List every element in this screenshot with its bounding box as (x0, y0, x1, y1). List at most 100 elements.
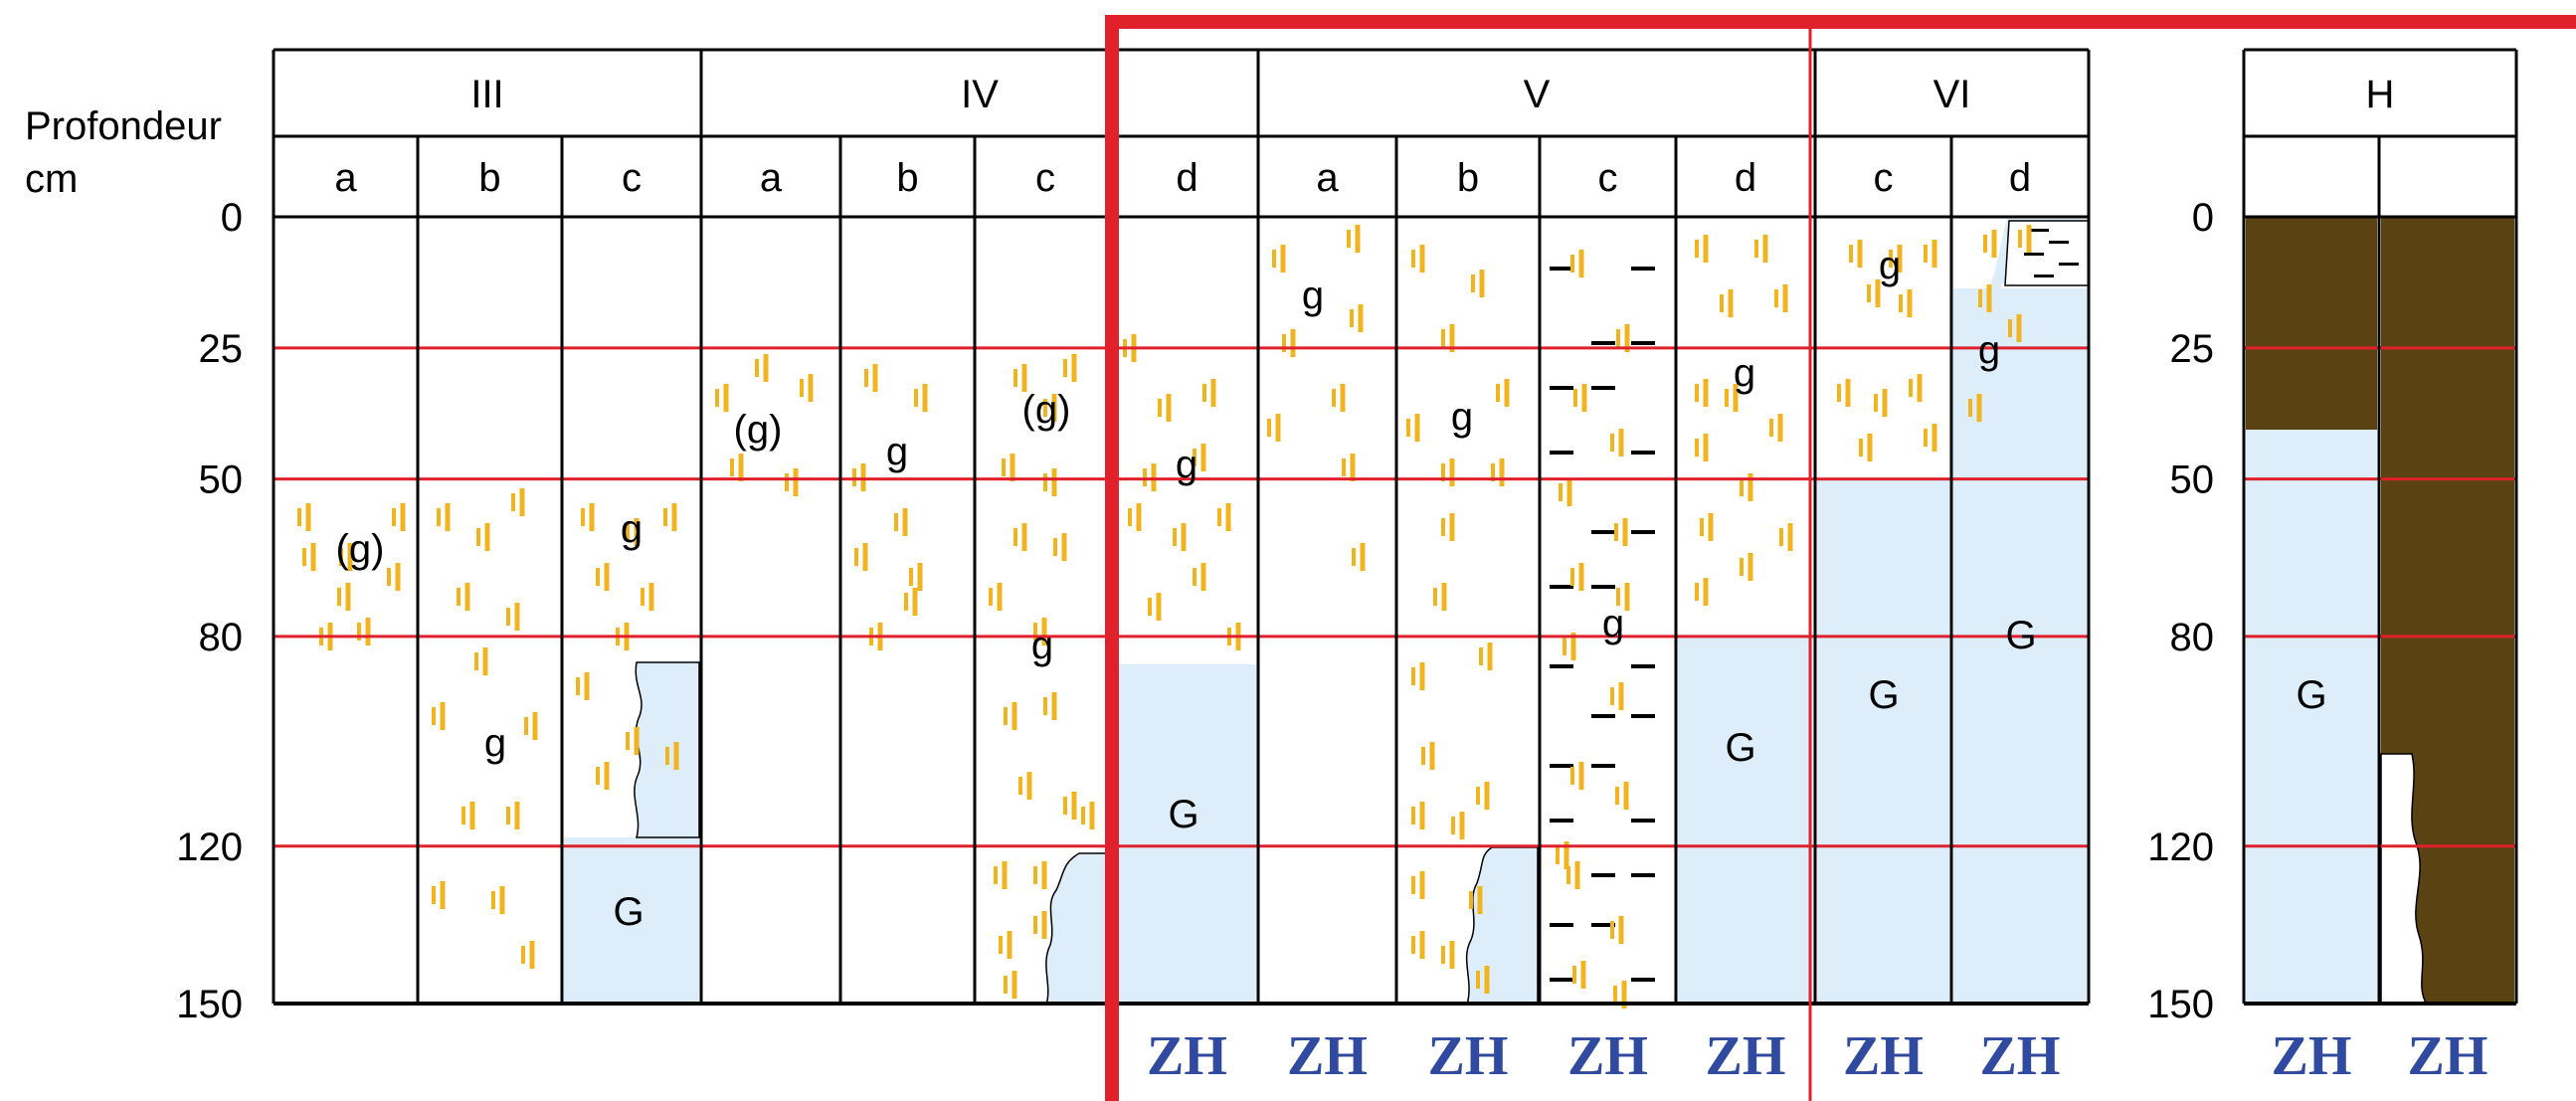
mottle-95 (1411, 871, 1425, 899)
annotation-iii-c-top: g (621, 507, 643, 551)
depth-tick-150: 150 (176, 983, 243, 1026)
zh-label-8: ZH (1428, 1025, 1509, 1087)
group-header-V: V (1524, 73, 1551, 116)
mottle-111 (1615, 782, 1629, 810)
mottle-83 (1496, 379, 1510, 407)
mottle-8 (511, 488, 525, 516)
clay-dash-11-0 (1550, 923, 1573, 927)
peat-H-a (2246, 217, 2377, 430)
mottle-29 (715, 384, 729, 412)
mottle-14 (461, 802, 475, 829)
mottle-26 (596, 762, 610, 790)
h-zh-label-0: ZH (2272, 1025, 2352, 1087)
mottle-126 (1700, 513, 1714, 541)
mottle-76 (1267, 414, 1281, 442)
zh-label-12: ZH (1980, 1025, 2061, 1087)
mottle-117 (1695, 235, 1709, 263)
clay-dash-0-0 (1550, 267, 1573, 271)
mottle-4 (357, 618, 371, 645)
mottle-10 (506, 603, 520, 631)
depth-tick-50: 50 (199, 459, 244, 502)
clay-dash-2-0 (1550, 386, 1573, 390)
mottle-39 (909, 563, 923, 591)
mottle-22 (596, 563, 610, 591)
annotation-iv-c-mid: g (1031, 624, 1053, 667)
mottle-80 (1411, 245, 1425, 273)
annotation-vi-d-g: G (2005, 614, 2036, 657)
mottle-16 (432, 881, 446, 909)
mottle-119 (1720, 289, 1734, 317)
annotation-v-b: g (1451, 395, 1473, 439)
mottle-0 (297, 503, 311, 531)
mottle-41 (904, 588, 918, 616)
mottle-134 (1899, 289, 1913, 317)
gley-IV-c-boundary (1044, 852, 1117, 1006)
column-header-7: a (1316, 156, 1339, 200)
mottle-86 (1491, 459, 1505, 486)
mottle-105 (1614, 518, 1628, 546)
gley-VI-c (1817, 478, 1949, 1004)
h-depth-tick-150: 150 (2147, 983, 2214, 1026)
annotation-iv-b: g (886, 430, 908, 473)
mottle-46 (1043, 468, 1057, 496)
zh-label-9: ZH (1567, 1025, 1648, 1087)
mottle-124 (1695, 434, 1709, 461)
clay-dash-2-1 (1591, 386, 1615, 390)
mottle-94 (1451, 812, 1465, 839)
gley-H-a (2246, 430, 2377, 1004)
mottle-58 (1033, 911, 1047, 939)
annotation-iv-d: g (1176, 443, 1197, 486)
hatch-dash-2 (2024, 253, 2044, 256)
annotation-v-d: g (1734, 351, 1755, 395)
mottle-121 (1695, 379, 1709, 407)
mottle-104 (1559, 478, 1572, 506)
mottle-64 (1143, 463, 1157, 491)
h-depth-tick-25: 25 (2170, 327, 2215, 371)
zh-label-10: ZH (1706, 1025, 1786, 1087)
depth-tick-80: 80 (199, 616, 244, 659)
mottle-37 (894, 508, 908, 536)
mottle-15 (506, 802, 520, 829)
clay-dash-1-2 (1631, 341, 1655, 345)
annotation-h-a-g: G (2296, 673, 2326, 717)
depth-tick-120: 120 (176, 826, 243, 869)
depth-axis-title: Profondeur (25, 104, 222, 148)
annotation-v-c: g (1602, 602, 1624, 645)
clay-dash-7-1 (1591, 714, 1615, 718)
annotation-iv-c-top: (g) (1022, 388, 1071, 432)
annotation-iii-a: (g) (336, 527, 385, 571)
annotation-v-a: g (1302, 274, 1324, 317)
mottle-139 (1924, 424, 1937, 452)
red-frame-outline (1105, 15, 2576, 1101)
mottle-72 (1272, 245, 1286, 273)
mottle-73 (1347, 225, 1361, 253)
clay-dash-11-1 (1591, 923, 1615, 927)
mottle-49 (989, 583, 1003, 611)
mottle-67 (1173, 523, 1187, 551)
annotation-vi-d: g (1978, 328, 2000, 372)
mottle-63 (1202, 379, 1216, 407)
gley-VI-d (1953, 288, 2087, 1004)
table-grid (272, 48, 2518, 1006)
depth-tick-25: 25 (199, 327, 244, 371)
annotation-iv-a: (g) (734, 408, 783, 452)
zh-label-11: ZH (1843, 1025, 1924, 1087)
mottle-89 (1411, 662, 1425, 690)
clay-dash-10-1 (1591, 873, 1615, 877)
mottle-33 (785, 468, 799, 496)
depth-tick-0: 0 (221, 196, 243, 240)
clay-dash-3-0 (1550, 451, 1573, 455)
clay-dash-5-1 (1591, 585, 1615, 589)
mottle-2 (392, 503, 406, 531)
column-header-1: b (478, 156, 500, 200)
column-header-0: a (334, 156, 357, 200)
mottle-38 (854, 543, 868, 571)
clay-dash-12-2 (1631, 978, 1655, 982)
mottle-51 (1004, 702, 1017, 730)
column-header-9: c (1598, 156, 1618, 200)
h-depth-tick-120: 120 (2147, 826, 2214, 869)
mottle-32 (730, 454, 744, 481)
mottle-34 (864, 364, 878, 392)
mottle-138 (1859, 434, 1873, 461)
mottle-75 (1350, 304, 1364, 332)
